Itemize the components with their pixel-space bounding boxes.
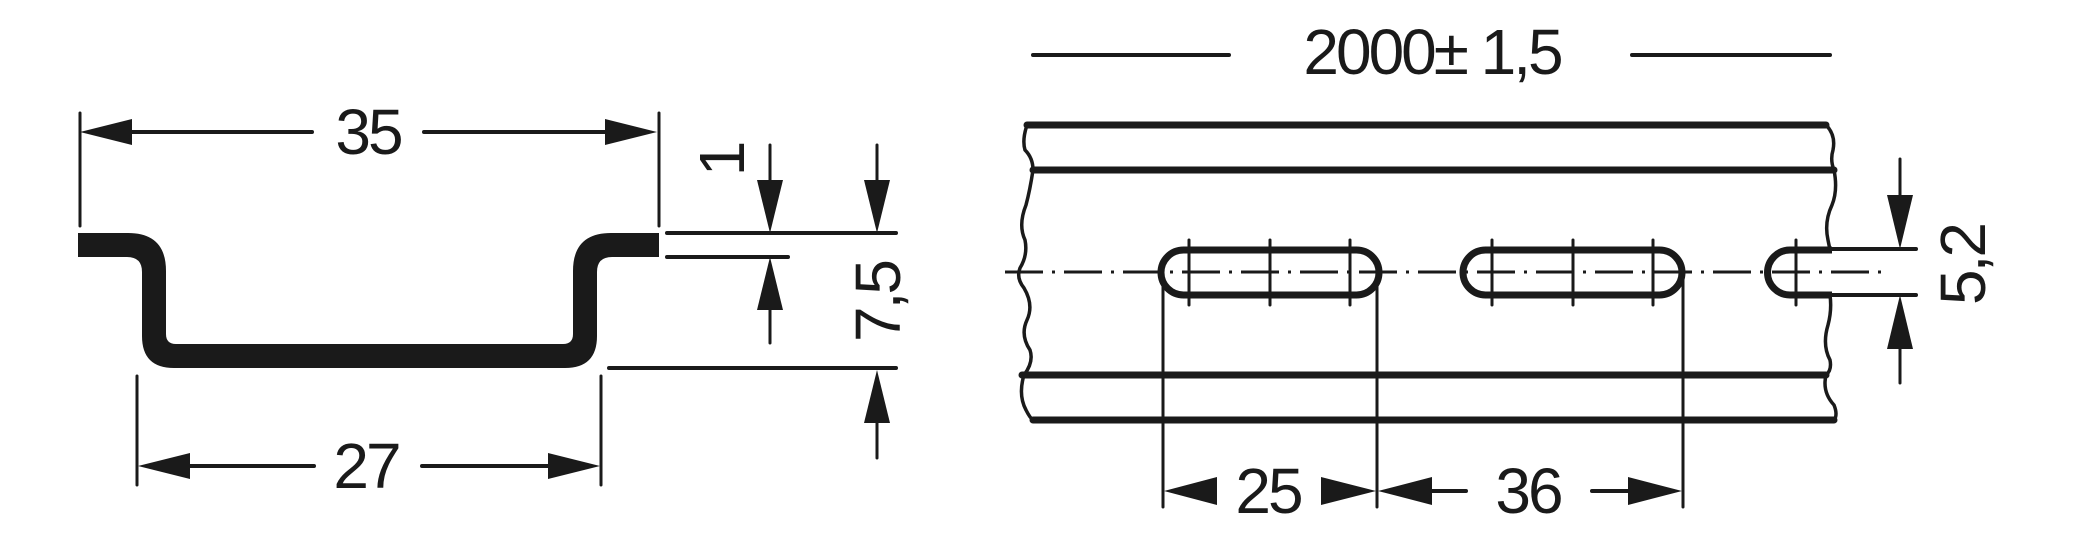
- arrow-right-icon: [548, 453, 600, 479]
- rail-top-view: 2000± 1,5: [1005, 16, 1999, 527]
- arrow-left-icon: [80, 119, 132, 145]
- break-line-right: [1823, 123, 1838, 422]
- arrow-down-icon: [1887, 195, 1913, 249]
- dimension-width-bottom: 27: [135, 374, 603, 502]
- dimension-slot-width: 5,2: [1830, 157, 1999, 385]
- arrow-up-icon: [1887, 295, 1913, 349]
- arrow-left-icon: [138, 453, 190, 479]
- dim-label-35: 35: [335, 96, 401, 168]
- arrow-right-icon: [605, 119, 657, 145]
- arrow-right-icon: [1321, 477, 1376, 505]
- arrow-up-icon: [757, 257, 783, 310]
- dimension-slot-pitch: 36: [1378, 455, 1682, 527]
- arrow-down-icon: [864, 180, 890, 233]
- dim-label-5-2: 5,2: [1927, 225, 1999, 305]
- arrow-left-icon: [1164, 477, 1217, 505]
- arrow-down-icon: [757, 180, 783, 233]
- dimension-thickness: 1: [686, 143, 783, 345]
- cross-section-view: 35 27 1 7,5: [78, 96, 914, 502]
- dim-label-7-5: 7,5: [842, 262, 914, 342]
- break-line-left: [1016, 124, 1035, 422]
- dim-label-2000: 2000± 1,5: [1303, 16, 1561, 88]
- dim-label-36: 36: [1495, 455, 1561, 527]
- arrow-right-icon: [1628, 477, 1682, 505]
- slot-3-partial: [1764, 238, 1832, 307]
- arrow-left-icon: [1378, 477, 1432, 505]
- dim-label-27: 27: [333, 430, 399, 502]
- dim-label-25: 25: [1235, 455, 1301, 527]
- dimension-width-top: 35: [78, 96, 661, 228]
- dimension-length: 2000± 1,5: [1031, 16, 1832, 88]
- rail-profile-shape: [78, 233, 659, 368]
- dimension-slot-length: 25: [1164, 455, 1376, 527]
- arrow-up-icon: [864, 370, 890, 423]
- slot-1: [1157, 238, 1383, 307]
- dim-label-1: 1: [686, 143, 758, 176]
- dimension-height: 7,5: [842, 143, 914, 460]
